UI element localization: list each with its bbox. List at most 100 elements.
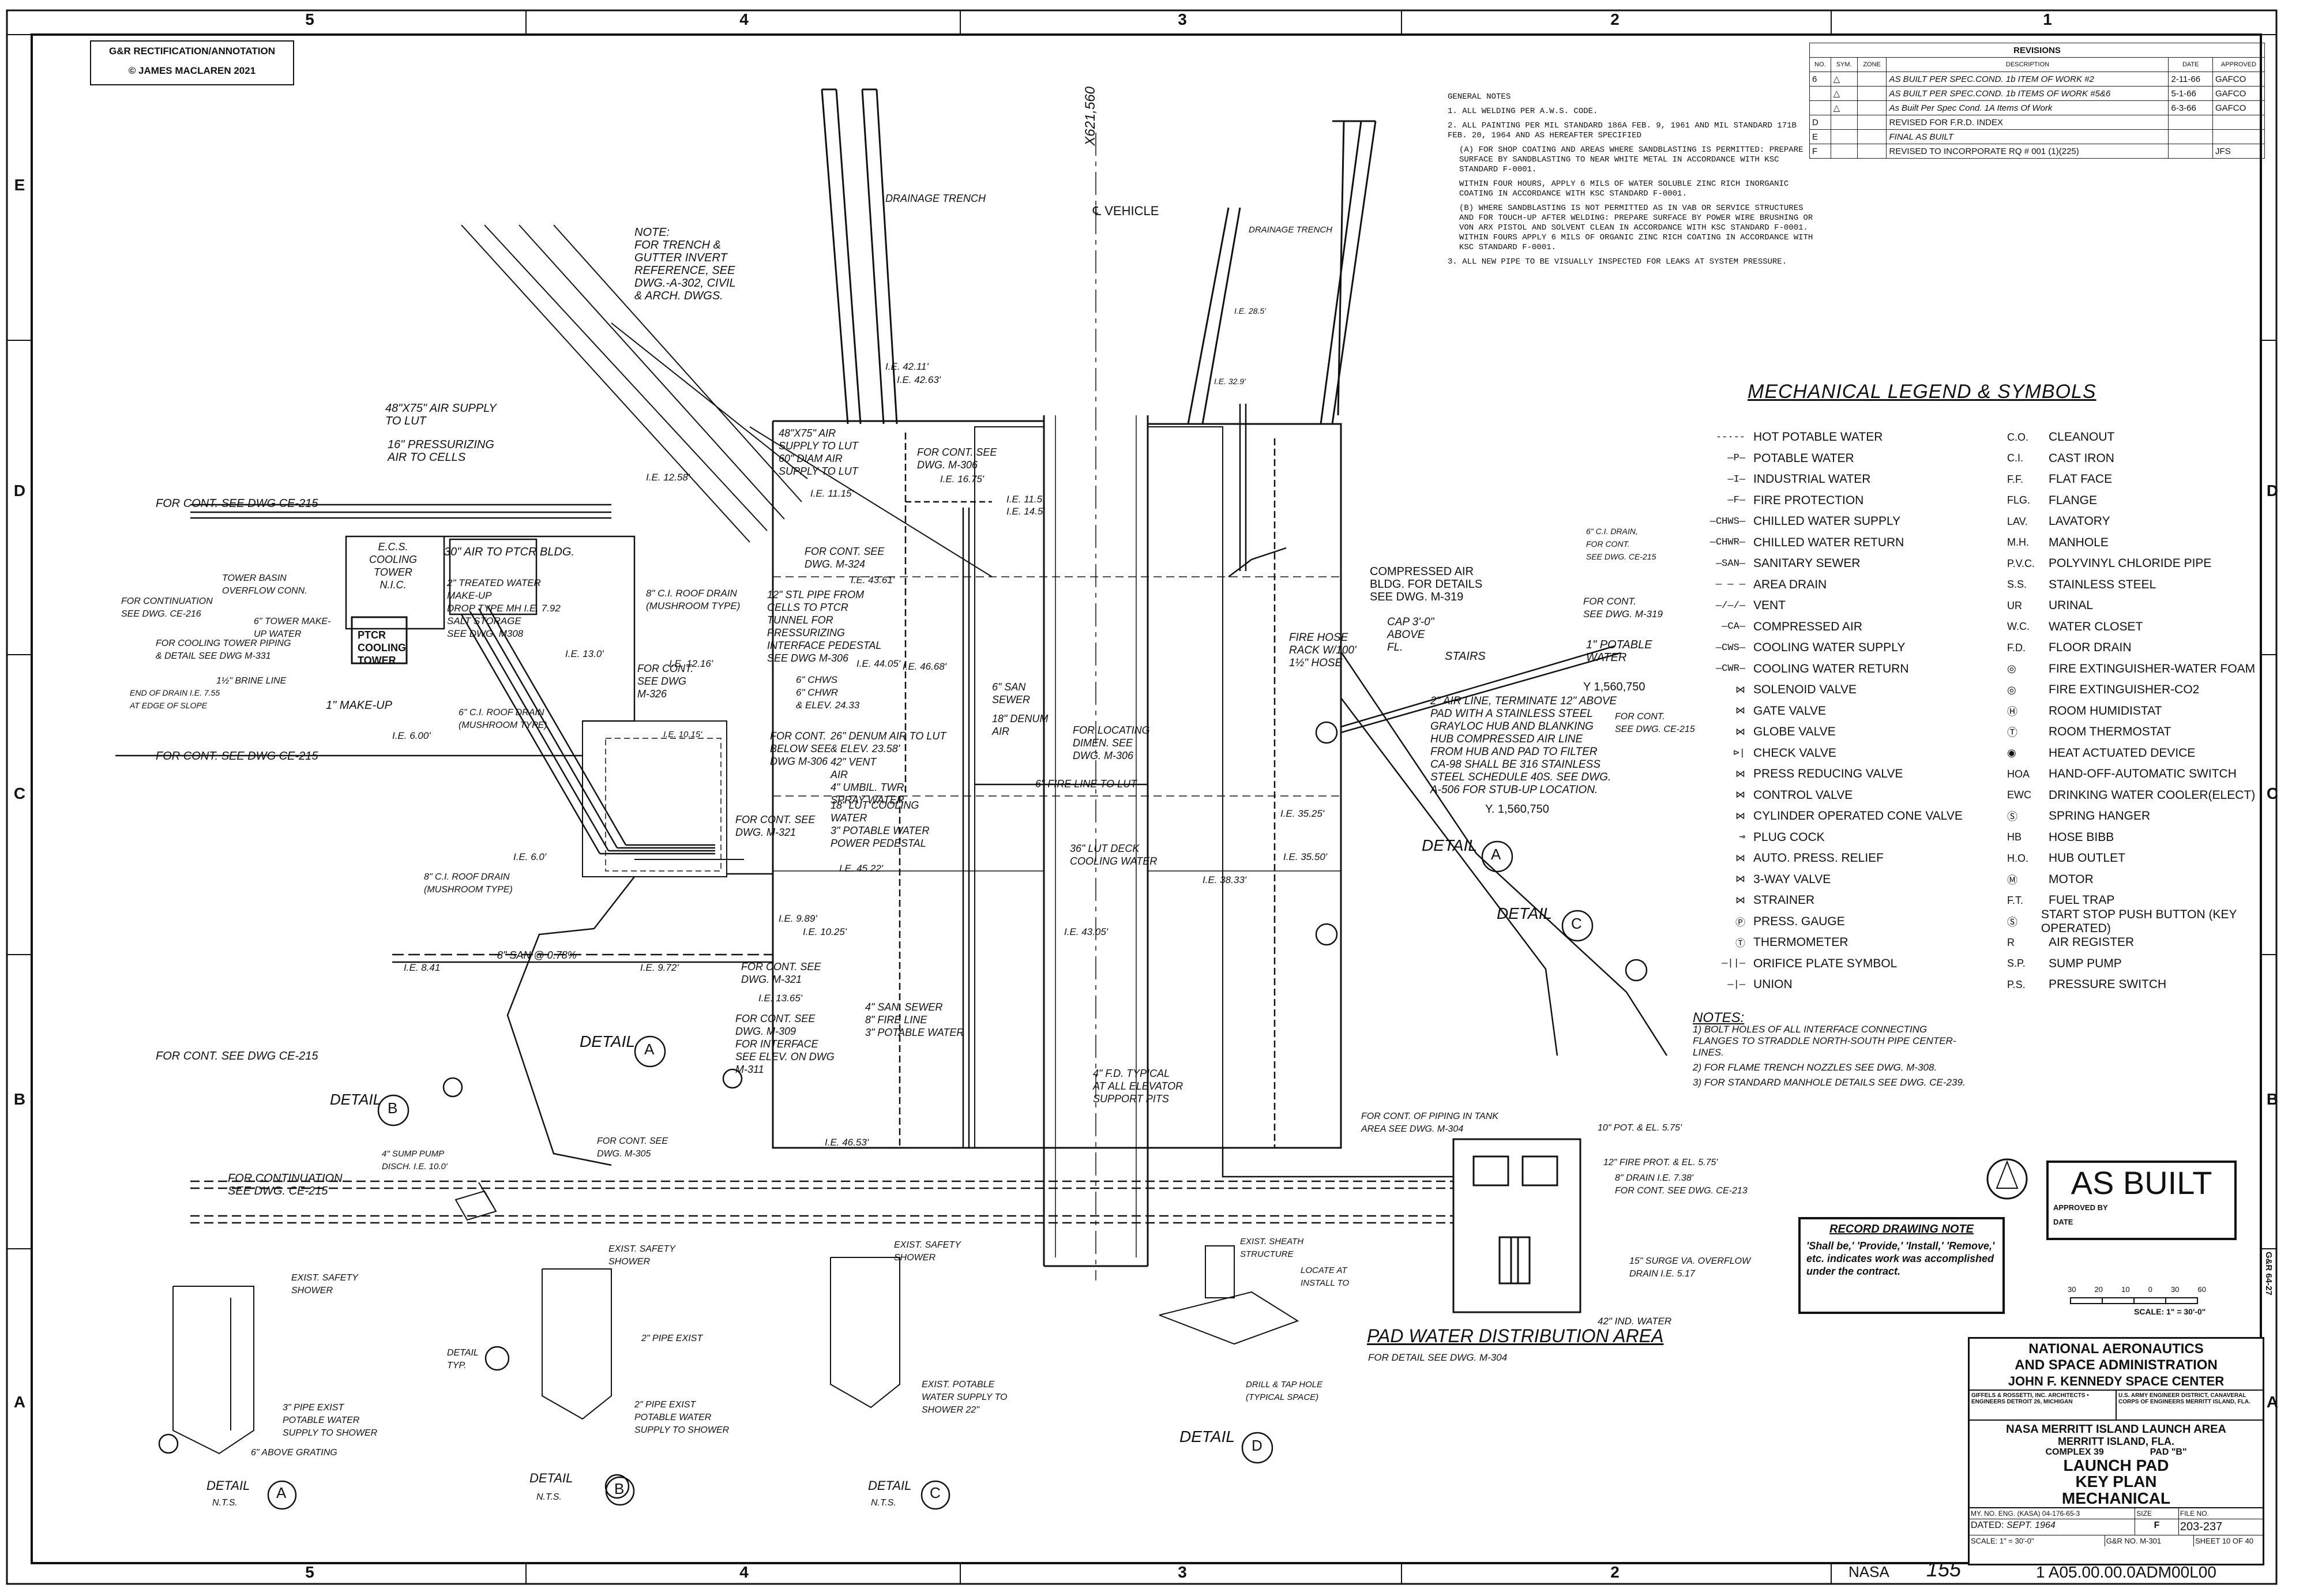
detail-markers bbox=[158, 721, 1648, 1510]
ie-label: I.E. 10.15' bbox=[663, 730, 702, 739]
cont-m306-2: FOR CONT. BELOW SEE DWG M-306 bbox=[770, 730, 832, 767]
abbreviation: C.I. bbox=[2007, 452, 2024, 464]
legend-label: VENT bbox=[1753, 599, 1786, 613]
note-1: 1) BOLT HOLES OF ALL INTERFACE CONNECTIN… bbox=[1693, 1024, 1956, 1058]
fan-lines-upper-left bbox=[461, 224, 993, 577]
rev-cell bbox=[2168, 115, 2213, 130]
zone-col-4-bottom: 4 bbox=[739, 1563, 749, 1581]
detail-marker-letter: A bbox=[276, 1484, 287, 1501]
legend-label: UNION bbox=[1753, 978, 1793, 992]
continuation-ce216: FOR CONTINUATION SEE DWG. CE-216 bbox=[121, 596, 213, 619]
ie-label: I.E. 42.63' bbox=[897, 374, 941, 385]
lut-cooling-water: 18" LUT COOLING WATER 3" POTABLE WATER P… bbox=[831, 799, 930, 849]
abbreviation-label: MANHOLE bbox=[2049, 535, 2109, 549]
tb-scale: SCALE: 1" = 30'-0" bbox=[1970, 1535, 2105, 1546]
ie-label: I.E. 13.0' bbox=[565, 648, 604, 659]
zone-row-b: B bbox=[13, 1090, 26, 1108]
abbreviation-label: WATER CLOSET bbox=[2049, 619, 2143, 633]
san-sewer-2: 4" SAN. SEWER 8" FIRE LINE 3" POTABLE WA… bbox=[865, 1001, 964, 1038]
scale-bar-ticks: 30 20 10 0 30 60 bbox=[2068, 1285, 2206, 1294]
legend-symbol: —SAN— bbox=[1715, 558, 1745, 569]
table-row: 6△AS BUILT PER SPEC.COND. 1b ITEM OF WOR… bbox=[1809, 72, 2265, 87]
scale-tick: 10 bbox=[2121, 1285, 2130, 1294]
legend-row: —CWS—COOLING WATER SUPPLY bbox=[1684, 637, 2007, 659]
abbreviation-row: H.O.HUB OUTLET bbox=[2007, 848, 2261, 869]
detail-typ: DETAIL TYP. bbox=[447, 1348, 479, 1370]
tb-area: NASA MERRITT ISLAND LAUNCH AREA bbox=[2006, 1423, 2226, 1436]
abbreviation: ◎ bbox=[2007, 684, 2016, 696]
legend-symbol: —||— bbox=[1722, 958, 1745, 970]
legend-label: PLUG COCK bbox=[1753, 830, 1825, 844]
exist-shower-3: EXIST. SAFETY SHOWER bbox=[894, 1240, 961, 1263]
detail-marker-letter: D bbox=[1252, 1437, 1263, 1454]
chilled-water-lines: 6" CHWS 6" CHWR & ELEV. 24.33 bbox=[796, 674, 860, 711]
rev-cell: As Built Per Spec Cond. 1A Items Of Work bbox=[1886, 100, 2169, 115]
detail-c-right-label: DETAIL bbox=[1497, 904, 1552, 922]
abbreviation-row: S.P.SUMP PUMP bbox=[2007, 953, 2261, 975]
ie-label: I.E. 6.00' bbox=[392, 730, 431, 741]
legend-label: ORIFICE PLATE SYMBOL bbox=[1753, 956, 1898, 970]
rev-cell bbox=[1809, 86, 1831, 101]
abbreviation: Ⓢ bbox=[2007, 916, 2017, 928]
detail-b-left-label: DETAIL bbox=[330, 1091, 382, 1108]
rev-cell: REVISED TO INCORPORATE RQ # 001 (1)(225) bbox=[1886, 144, 2169, 159]
revisions-table: REVISIONS NO. SYM. ZONE DESCRIPTION DATE… bbox=[1809, 43, 2265, 159]
abbreviation-label: FIRE EXTINGUISHER-WATER FOAM bbox=[2049, 662, 2256, 675]
ie-label: I.E. 46.68' bbox=[903, 661, 947, 672]
potable-water-1in: 1" POTABLE WATER bbox=[1586, 639, 1652, 664]
rev-cell: REVISED FOR F.R.D. INDEX bbox=[1886, 115, 2169, 130]
pad-water-distribution-box bbox=[1452, 1138, 1581, 1313]
denum-air-2: 18" DENUM AIR bbox=[992, 713, 1049, 737]
rev-cell bbox=[1809, 100, 1831, 115]
tb-dwg: M-301 bbox=[2140, 1537, 2162, 1545]
ie-label: I.E. 14.5' bbox=[1006, 506, 1045, 517]
drainage-trench-right bbox=[1187, 120, 1377, 425]
legend-symbol: Ⓟ bbox=[1735, 918, 1745, 929]
ie-label: I.E. 45.22' bbox=[839, 863, 884, 874]
legend-row: —||— ORIFICE PLATE SYMBOL bbox=[1684, 953, 2007, 975]
detail-sketches bbox=[172, 1182, 1299, 1455]
rev-cell bbox=[1857, 72, 1887, 87]
exist-sheath: EXIST. SHEATH STRUCTURE bbox=[1240, 1237, 1304, 1259]
continuation-ce215: FOR CONTINUATION SEE DWG. CE-215 bbox=[228, 1172, 343, 1197]
rev-cell bbox=[1857, 100, 1887, 115]
detail-marker-letter: B bbox=[388, 1099, 398, 1117]
abbreviation: FLG. bbox=[2007, 494, 2031, 506]
legend-row: — — —AREA DRAIN bbox=[1684, 574, 2007, 596]
legend-label: FIRE PROTECTION bbox=[1753, 493, 1864, 507]
zone-row-d: D bbox=[13, 482, 26, 500]
table-row: △As Built Per Spec Cond. 1A Items Of Wor… bbox=[1809, 100, 2265, 115]
scale-tick: 30 bbox=[2068, 1285, 2076, 1294]
ie-label: I.E. 43.05' bbox=[1064, 926, 1109, 937]
cont-ce215-4: FOR CONT. SEE DWG. CE-215 bbox=[1615, 712, 1695, 734]
legend-symbol: ⋈ bbox=[1735, 706, 1745, 718]
ie-label: I.E. 32.9' bbox=[1214, 377, 1246, 386]
abbreviation-label: PRESSURE SWITCH bbox=[2049, 978, 2167, 992]
locating-dimen: FOR LOCATING DIMEN. SEE DWG. M-306 bbox=[1073, 724, 1150, 761]
scale-tick: 30 bbox=[2170, 1285, 2180, 1294]
legend-label: HOT POTABLE WATER bbox=[1753, 430, 1883, 444]
y-coord-2: Y. 1,560,750 bbox=[1485, 803, 1549, 816]
cont-m306-1: FOR CONT. SEE DWG. M-306 bbox=[917, 446, 997, 471]
sheet-tag: G&R 64-27 bbox=[2264, 1252, 2274, 1295]
abbreviation-row: FLG.FLANGE bbox=[2007, 490, 2261, 512]
abbreviation-label: CLEANOUT bbox=[2049, 430, 2115, 444]
abbreviation-label: HAND-OFF-AUTOMATIC SWITCH bbox=[2049, 767, 2237, 781]
detail-b-bottom: DETAIL bbox=[529, 1471, 573, 1485]
ie-label: I.E. 38.33' bbox=[1203, 874, 1247, 885]
abbreviation-row: F.D.FLOOR DRAIN bbox=[2007, 637, 2261, 659]
legend-label: CYLINDER OPERATED CONE VALVE bbox=[1753, 809, 1963, 823]
legend-symbol: ⋈ bbox=[1735, 790, 1745, 802]
san-sewer: 6" SAN SEWER bbox=[992, 681, 1031, 705]
general-note-2b: (B) WHERE SANDBLASTING IS NOT PERMITTED … bbox=[1459, 204, 1813, 252]
roof-drain-2: 6" C.I. ROOF DRAIN (MUSHROOM TYPE) bbox=[459, 708, 547, 730]
tb-sheet: SHEET 10 OF 40 bbox=[2195, 1537, 2254, 1545]
rev-header-no: NO. bbox=[1809, 57, 1831, 72]
legend-symbol: Ⓣ bbox=[1735, 939, 1745, 951]
tb-agency-2: AND SPACE ADMINISTRATION bbox=[2015, 1357, 2218, 1373]
